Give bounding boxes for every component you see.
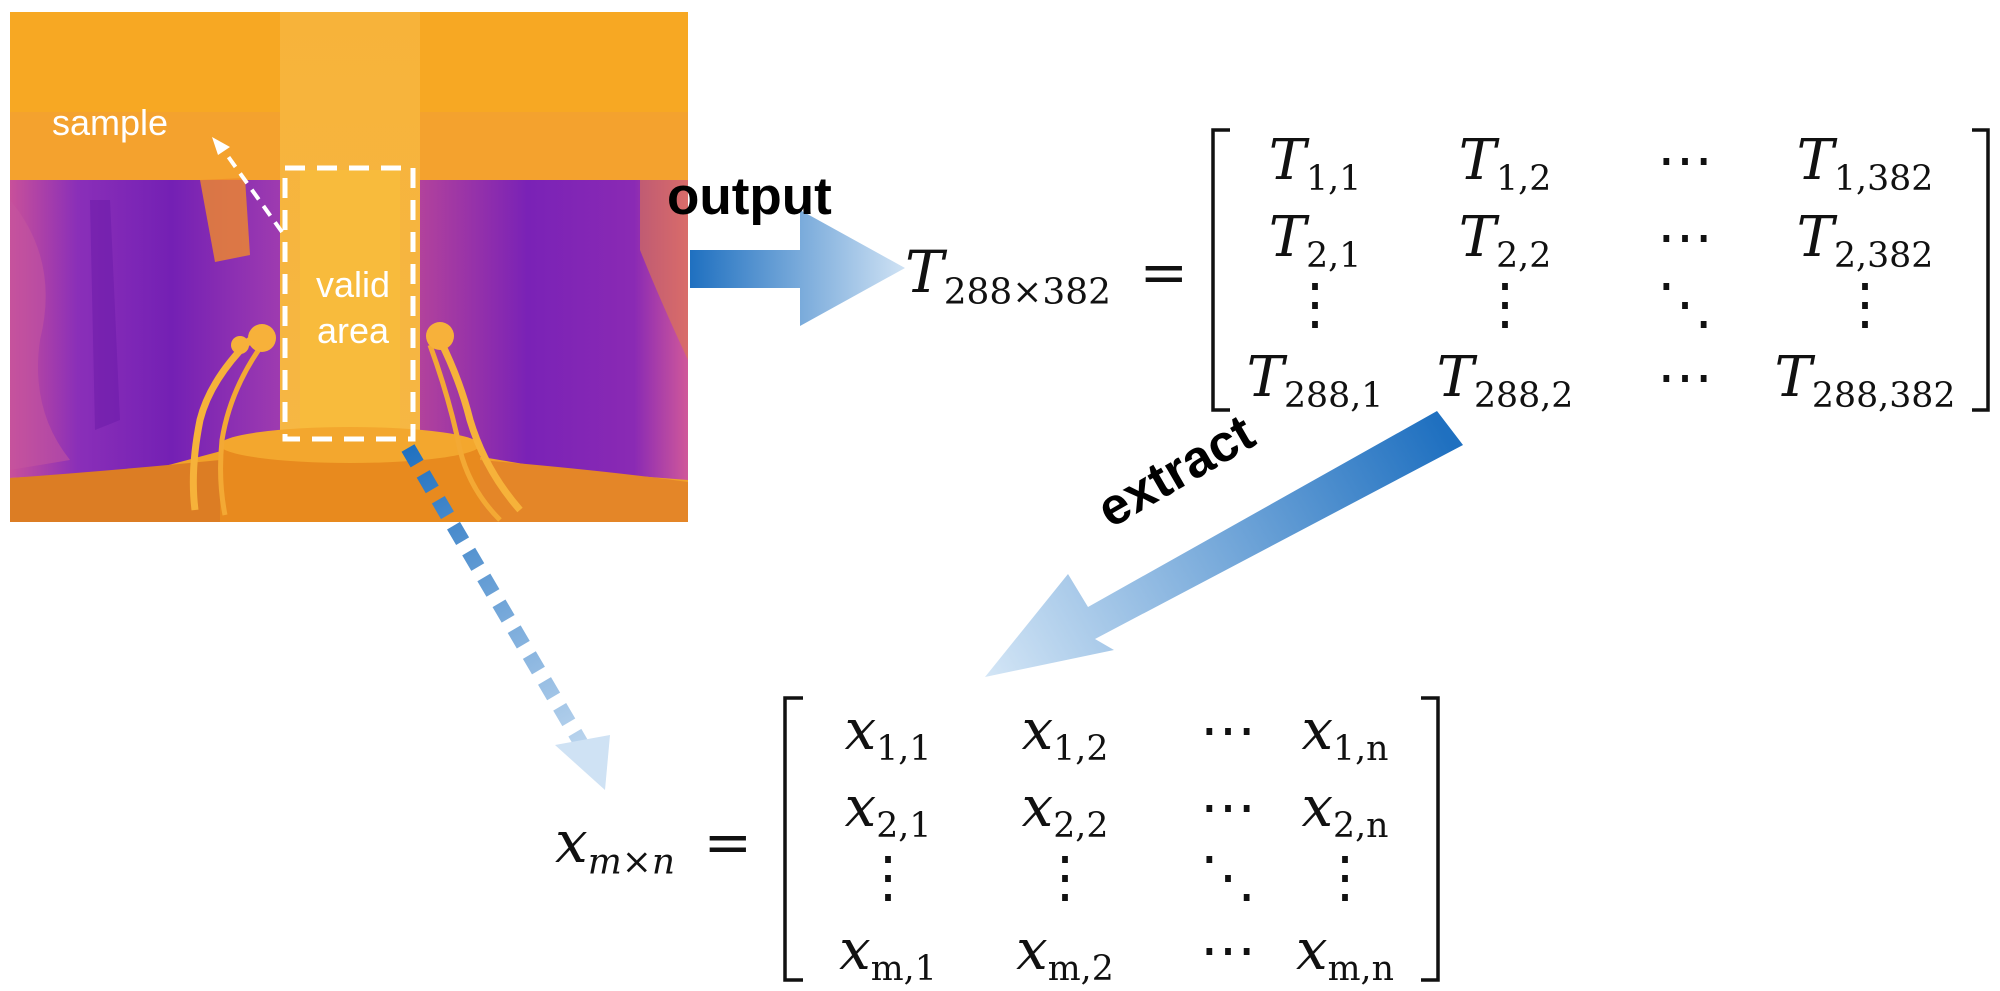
matrix-cell: ⋮ — [1287, 272, 1343, 337]
matrix-cell: ⋯ — [1657, 205, 1713, 270]
matrix-cell: T288,382 — [1774, 345, 1956, 417]
matrix-cell: ⋱ — [1200, 845, 1256, 910]
matrix-t-lhs: T288×382 = — [905, 238, 1188, 313]
matrix-cell: xm,1 — [839, 918, 937, 990]
matrix-cell: T2,382 — [1796, 205, 1934, 277]
matrix-cell: x2,1 — [844, 775, 932, 847]
matrix-cell: ⋮ — [1837, 272, 1893, 337]
matrix-x-lhs: xm×n = — [555, 808, 752, 883]
matrix-t-symbol: T — [905, 238, 944, 306]
output-label: output — [667, 167, 832, 226]
matrix-cell: ⋱ — [1657, 272, 1713, 337]
matrix-x-brackets — [783, 696, 1440, 982]
matrix-cell: ⋯ — [1200, 698, 1256, 763]
matrix-x-symbol: x — [555, 808, 588, 876]
matrix-x-dim: m×n — [587, 841, 676, 883]
valid-area-label-line2: area — [316, 310, 390, 351]
dotted-extract-arrow — [401, 444, 610, 790]
matrix-t-brackets — [1211, 128, 1990, 412]
matrix-cell: ⋮ — [1037, 845, 1093, 910]
matrix-x-equals: = — [703, 808, 753, 876]
matrix-cell: x2,n — [1301, 775, 1389, 847]
matrix-cell: ⋮ — [860, 845, 916, 910]
matrix-cell: T1,382 — [1796, 128, 1934, 200]
matrix-cell: ⋯ — [1200, 918, 1256, 983]
matrix-cell: ⋯ — [1657, 128, 1713, 193]
matrix-cell: T288,2 — [1436, 345, 1574, 417]
sample-pointer-arrow — [212, 137, 284, 234]
matrix-cell: T288,1 — [1246, 345, 1384, 417]
matrix-cell: ⋮ — [1317, 845, 1373, 910]
valid-area-box — [282, 165, 416, 442]
extract-arrow — [985, 411, 1463, 677]
thermal-photo — [10, 12, 688, 522]
matrix-t-dim: 288×382 — [943, 271, 1112, 313]
matrix-cell: ⋮ — [1477, 272, 1533, 337]
output-arrow — [690, 210, 905, 326]
matrix-cell: T2,1 — [1268, 205, 1362, 277]
matrix-cell: ⋯ — [1200, 775, 1256, 840]
matrix-cell: T2,2 — [1458, 205, 1552, 277]
matrix-cell: x1,2 — [1021, 698, 1109, 770]
matrix-cell: x1,1 — [844, 698, 932, 770]
matrix-cell: x1,n — [1301, 698, 1389, 770]
matrix-t-equals: = — [1139, 238, 1189, 306]
sample-label: sample — [52, 102, 169, 143]
matrix-cell: T1,1 — [1268, 128, 1362, 200]
matrix-cell: T1,2 — [1458, 128, 1552, 200]
valid-area-label-line1: valid — [315, 264, 391, 305]
matrix-cell: ⋯ — [1657, 345, 1713, 410]
matrix-cell: xm,2 — [1016, 918, 1114, 990]
matrix-cell: xm,n — [1296, 918, 1394, 990]
matrix-cell: x2,2 — [1021, 775, 1109, 847]
valid-area-label: valid area — [298, 262, 408, 354]
